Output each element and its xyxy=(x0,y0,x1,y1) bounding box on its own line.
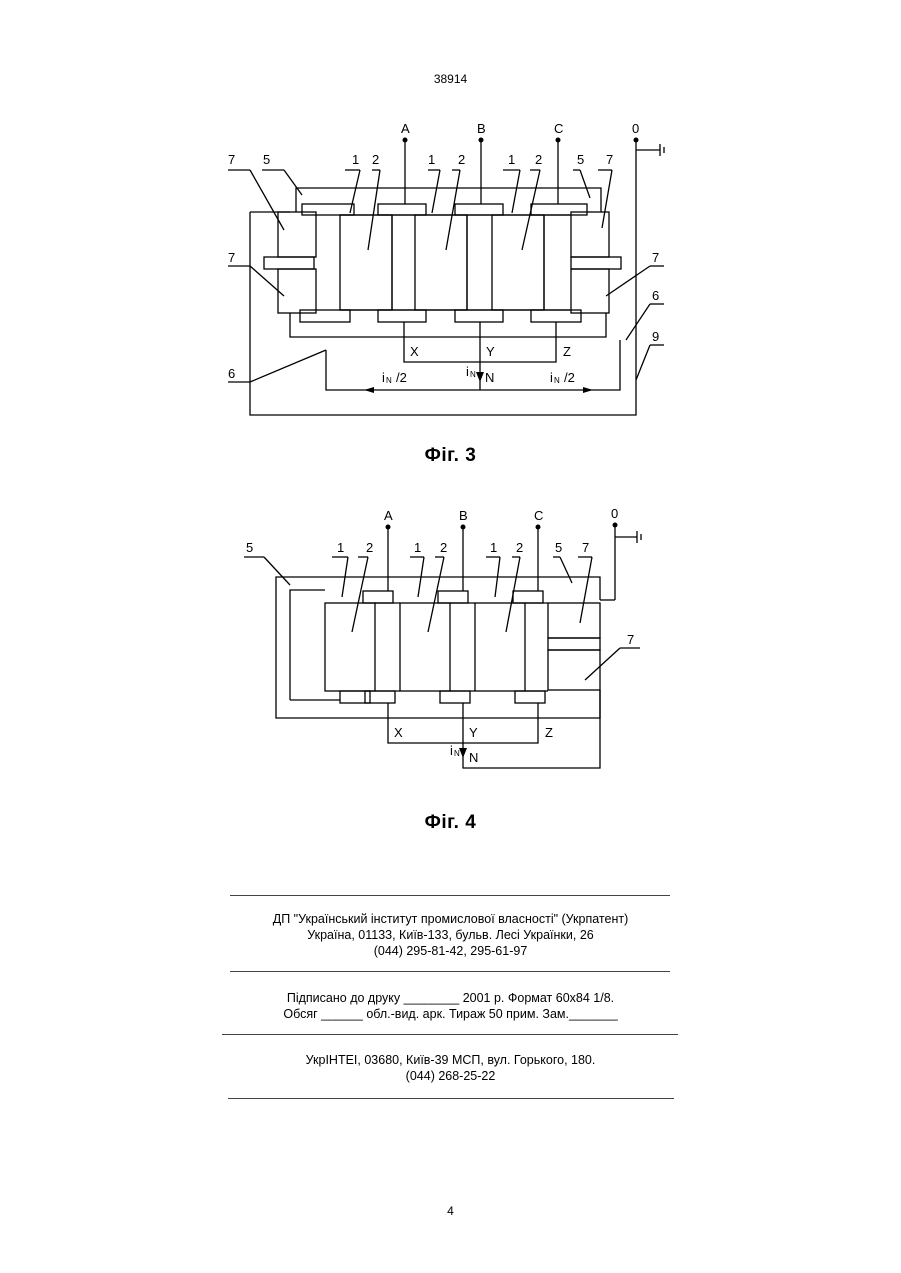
svg-text:2: 2 xyxy=(440,540,447,555)
svg-text:1: 1 xyxy=(414,540,421,555)
svg-text:6: 6 xyxy=(652,288,659,303)
divider xyxy=(222,1034,678,1035)
svg-text:5: 5 xyxy=(263,152,270,167)
fig3-terminal-a: A xyxy=(401,121,410,136)
divider xyxy=(230,971,670,972)
fig3-end-x: X xyxy=(410,344,419,359)
printer-line-2: (044) 268-25-22 xyxy=(0,1068,901,1084)
figure-4-diagram: A B C 0 5 1 2 1 2 1 2 5 7 7 X Y Z N i N xyxy=(0,500,901,780)
svg-text:7: 7 xyxy=(652,250,659,265)
svg-text:1: 1 xyxy=(352,152,359,167)
svg-text:2: 2 xyxy=(516,540,523,555)
svg-text:1: 1 xyxy=(508,152,515,167)
svg-text:i: i xyxy=(466,364,469,379)
svg-text:7: 7 xyxy=(228,152,235,167)
printer-line-1: УкрІНТЕІ, 03680, Київ-39 МСП, вул. Горьк… xyxy=(0,1052,901,1068)
fig3-terminal-b: B xyxy=(477,121,486,136)
svg-text:N: N xyxy=(386,376,392,385)
fig4-neutral: N xyxy=(469,750,478,765)
svg-text:7: 7 xyxy=(606,152,613,167)
publisher-line-3: (044) 295-81-42, 295-61-97 xyxy=(0,943,901,959)
svg-text:5: 5 xyxy=(577,152,584,167)
svg-text:N: N xyxy=(454,749,460,758)
svg-text:9: 9 xyxy=(652,329,659,344)
svg-text:2: 2 xyxy=(458,152,465,167)
svg-text:5: 5 xyxy=(555,540,562,555)
fig3-terminal-c: C xyxy=(554,121,563,136)
svg-text:2: 2 xyxy=(366,540,373,555)
svg-text:/2: /2 xyxy=(396,370,407,385)
signed-line: Підписано до друку ________ 2001 р. Форм… xyxy=(0,990,901,1006)
svg-text:7: 7 xyxy=(627,632,634,647)
fig4-terminal-a: A xyxy=(384,508,393,523)
figure-3-diagram: A B C 0 7 5 1 2 1 2 1 2 5 7 7 7 6 9 6 X … xyxy=(0,110,901,430)
svg-text:1: 1 xyxy=(337,540,344,555)
svg-text:N: N xyxy=(554,376,560,385)
volume-line: Обсяг ______ обл.-вид. арк. Тираж 50 при… xyxy=(0,1006,901,1022)
fig3-end-y: Y xyxy=(486,344,495,359)
fig4-terminal-c: C xyxy=(534,508,543,523)
figure-3-caption: Фіг. 3 xyxy=(0,445,901,467)
fig4-end-z: Z xyxy=(545,725,553,740)
page-number: 4 xyxy=(0,1204,901,1218)
svg-text:/2: /2 xyxy=(564,370,575,385)
svg-text:1: 1 xyxy=(428,152,435,167)
publisher-line-1: ДП "Український інститут промислової вла… xyxy=(0,911,901,927)
figure-4-caption: Фіг. 4 xyxy=(0,812,901,834)
svg-text:1: 1 xyxy=(490,540,497,555)
svg-text:i: i xyxy=(450,743,453,758)
patent-number: 38914 xyxy=(0,72,901,86)
svg-text:7: 7 xyxy=(228,250,235,265)
svg-text:2: 2 xyxy=(535,152,542,167)
svg-text:N: N xyxy=(470,370,476,379)
fig4-end-x: X xyxy=(394,725,403,740)
svg-text:i: i xyxy=(382,370,385,385)
svg-text:2: 2 xyxy=(372,152,379,167)
divider xyxy=(228,1098,674,1099)
fig3-neutral: N xyxy=(485,370,494,385)
svg-text:i: i xyxy=(550,370,553,385)
fig4-terminal-0: 0 xyxy=(611,506,618,521)
svg-text:7: 7 xyxy=(582,540,589,555)
divider xyxy=(230,895,670,896)
fig3-terminal-0: 0 xyxy=(632,121,639,136)
fig4-terminal-b: B xyxy=(459,508,468,523)
publisher-line-2: Україна, 01133, Київ-133, бульв. Лесі Ук… xyxy=(0,927,901,943)
svg-text:6: 6 xyxy=(228,366,235,381)
fig4-end-y: Y xyxy=(469,725,478,740)
fig3-end-z: Z xyxy=(563,344,571,359)
svg-text:5: 5 xyxy=(246,540,253,555)
